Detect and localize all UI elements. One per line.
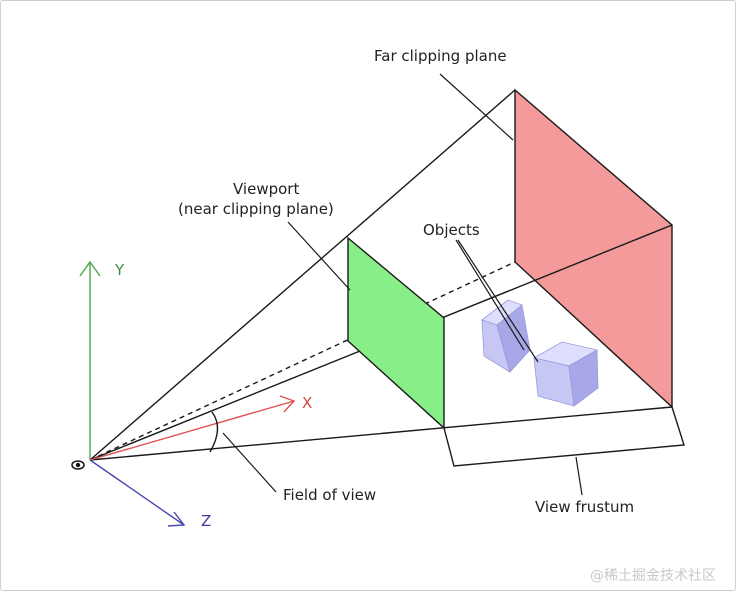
objects-cubes xyxy=(481,299,599,407)
leader-objects-2 xyxy=(457,239,539,363)
leader-far-plane xyxy=(439,73,514,141)
axis-y-label: Y xyxy=(114,261,125,279)
axis-z-label: Z xyxy=(201,512,211,530)
frustum-edge-back-dashed xyxy=(89,261,516,461)
leader-field-of-view xyxy=(222,432,277,493)
leader-lines xyxy=(222,73,583,496)
axis-y-arrowhead xyxy=(79,260,101,277)
axis-z xyxy=(89,459,186,527)
axis-x xyxy=(89,395,296,461)
cube-object-2 xyxy=(532,341,599,407)
leader-view-frustum xyxy=(575,456,583,496)
cube-2-side xyxy=(568,349,599,407)
frustum-edge-top xyxy=(89,89,516,461)
cube-object-1 xyxy=(481,299,531,373)
field-of-view-arc xyxy=(209,411,219,453)
label-far-clipping-plane: Far clipping plane xyxy=(374,47,507,65)
label-view-frustum: View frustum xyxy=(535,498,634,516)
label-objects: Objects xyxy=(423,221,480,239)
leader-objects-1 xyxy=(455,239,525,351)
near-clipping-plane xyxy=(347,236,445,430)
axis-z-arrowhead xyxy=(167,511,186,527)
label-viewport: Viewport xyxy=(233,180,299,198)
frustum-edge-bottom xyxy=(89,406,673,461)
watermark: @稀土掘金技术社区 xyxy=(590,568,716,584)
leader-viewport xyxy=(287,221,351,291)
eye-icon xyxy=(71,460,85,470)
view-frustum-bracket xyxy=(443,406,685,467)
label-near-clipping-plane: (near clipping plane) xyxy=(178,200,334,218)
axis-x-label: X xyxy=(302,394,312,412)
axis-y xyxy=(79,260,101,460)
axis-x-arrowhead xyxy=(279,395,296,413)
label-field-of-view: Field of view xyxy=(283,486,376,504)
